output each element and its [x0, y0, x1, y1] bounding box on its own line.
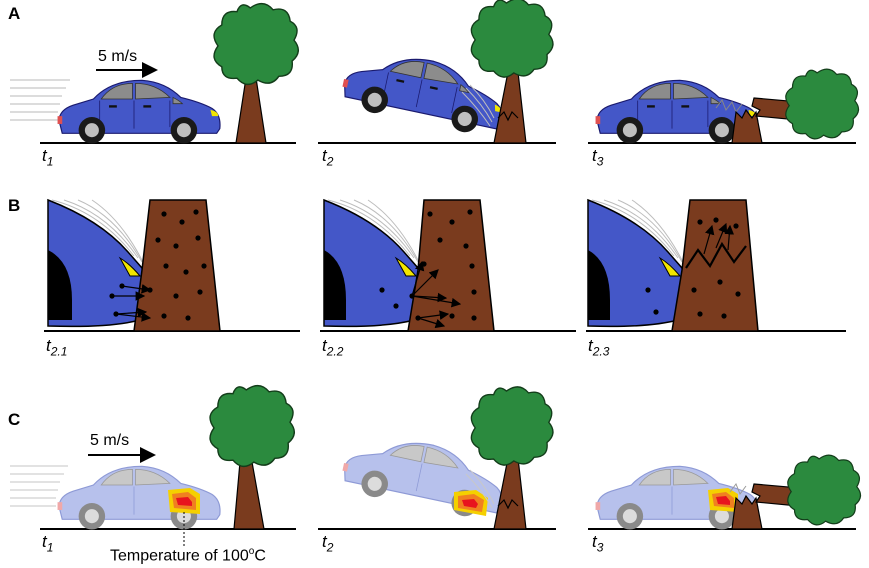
panel-label-b: B	[8, 196, 21, 215]
panel-c	[10, 384, 862, 548]
impact-lines	[465, 469, 495, 509]
crumple-zone	[715, 98, 743, 114]
speed-label: 5 m/s	[98, 48, 138, 65]
time-label: t3	[592, 532, 604, 555]
temperature-label: Temperature of 100oC	[110, 546, 266, 565]
panel-label-a: A	[8, 4, 21, 23]
time-label: t2.2	[322, 336, 344, 359]
zoom-frame-2	[323, 198, 495, 332]
time-label: t2.1	[46, 336, 68, 359]
impact-lines	[461, 84, 495, 127]
tree-foliage	[470, 386, 554, 466]
tree-stump	[731, 108, 763, 144]
motion-lines	[10, 465, 68, 507]
time-label: t2	[322, 146, 334, 169]
motion-lines	[10, 79, 70, 121]
time-label: t1	[42, 532, 54, 555]
zoom-frame-3	[587, 198, 759, 332]
tree-foliage	[209, 384, 296, 468]
fallen-foliage	[787, 454, 862, 526]
tree-stump	[731, 494, 763, 530]
tree-trunk	[233, 461, 265, 530]
trunk-crack	[497, 110, 519, 122]
panel-label-c: C	[8, 410, 21, 429]
trunk-crack	[497, 498, 519, 510]
heat-spot	[168, 488, 200, 514]
car-moving	[56, 79, 221, 145]
crumple-zone	[729, 482, 747, 496]
heat-spot	[708, 488, 738, 512]
time-label: t3	[592, 146, 604, 169]
tree-foliage	[470, 0, 554, 78]
time-label: t2	[322, 532, 334, 555]
heat-spot	[454, 490, 488, 516]
time-label: t2.3	[588, 336, 610, 359]
zoom-frame-1	[47, 198, 221, 332]
panel-a	[10, 0, 860, 145]
time-label: t1	[42, 146, 54, 169]
tree-foliage	[213, 2, 300, 86]
fallen-foliage	[785, 68, 860, 140]
panel-b	[44, 198, 846, 332]
speed-label: 5 m/s	[90, 432, 130, 449]
tree-trunk	[235, 77, 267, 144]
